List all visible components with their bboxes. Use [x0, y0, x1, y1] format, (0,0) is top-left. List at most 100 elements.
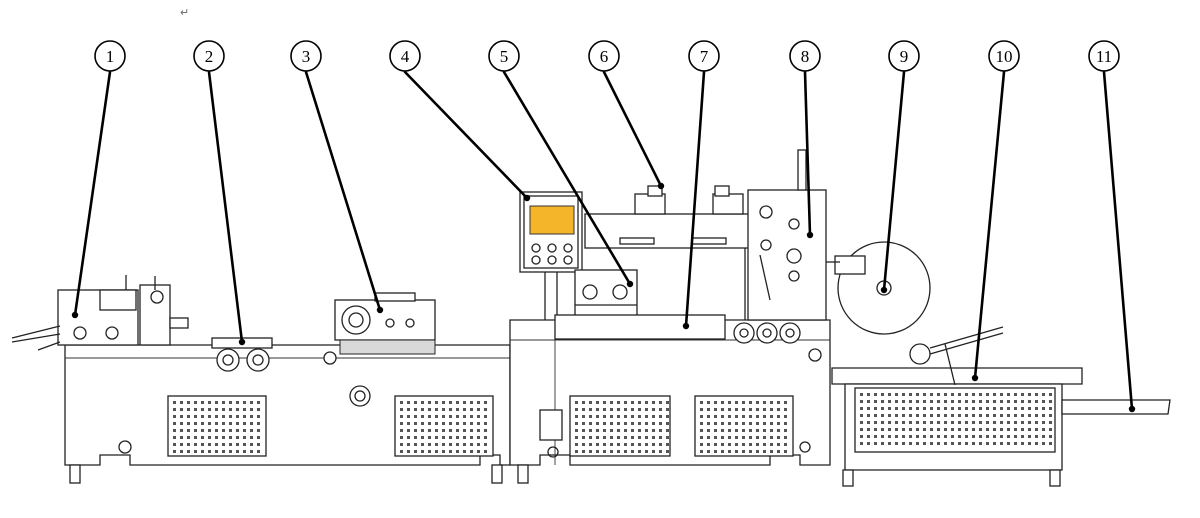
vent-hole	[617, 408, 620, 411]
vent-hole	[1049, 393, 1052, 396]
vent-hole	[1007, 428, 1010, 431]
vent-hole	[923, 435, 926, 438]
vent-hole	[187, 443, 190, 446]
vent-hole	[484, 429, 487, 432]
vent-hole	[1035, 414, 1038, 417]
vent-hole	[449, 450, 452, 453]
vent-hole	[874, 393, 877, 396]
vent-hole	[749, 422, 752, 425]
vent-hole	[180, 422, 183, 425]
vent-hole	[187, 422, 190, 425]
vent-hole	[784, 450, 787, 453]
rewind-tower	[747, 149, 827, 321]
vent-hole	[229, 429, 232, 432]
vent-hole	[428, 422, 431, 425]
vent-hole	[582, 450, 585, 453]
vent-hole	[958, 421, 961, 424]
vent-hole	[958, 435, 961, 438]
vent-hole	[958, 428, 961, 431]
vent-hole	[449, 443, 452, 446]
vent-hole	[631, 422, 634, 425]
vent-hole	[449, 415, 452, 418]
vent-hole	[243, 401, 246, 404]
die-cut-station-2	[574, 269, 638, 319]
vent-hole	[902, 435, 905, 438]
vent-hole	[610, 401, 613, 404]
vent-hole	[1049, 442, 1052, 445]
vent-hole	[986, 428, 989, 431]
vent-hole	[979, 407, 982, 410]
vent-hole	[1007, 407, 1010, 410]
vent-hole	[881, 414, 884, 417]
vent-hole	[972, 393, 975, 396]
vent-hole	[407, 450, 410, 453]
vent-hole	[1028, 407, 1031, 410]
vent-hole	[986, 421, 989, 424]
vent-hole	[222, 429, 225, 432]
vent-hole	[243, 415, 246, 418]
vent-hole	[208, 443, 211, 446]
vent-hole	[470, 422, 473, 425]
vent-hole	[435, 422, 438, 425]
vent-hole	[763, 415, 766, 418]
vent-hole	[201, 443, 204, 446]
vent-hole	[201, 450, 204, 453]
vent-hole	[1021, 421, 1024, 424]
vent-hole	[236, 422, 239, 425]
vent-hole	[631, 436, 634, 439]
vent-hole	[770, 443, 773, 446]
vent-hole	[993, 435, 996, 438]
vent-hole	[909, 407, 912, 410]
vent-hole	[944, 393, 947, 396]
vent-hole	[414, 450, 417, 453]
vent-hole	[477, 415, 480, 418]
vent-hole	[435, 450, 438, 453]
vent-hole	[596, 436, 599, 439]
vent-hole	[229, 408, 232, 411]
vent-hole	[652, 408, 655, 411]
leader-8	[803, 70, 812, 237]
vent-hole	[916, 393, 919, 396]
vent-hole	[194, 436, 197, 439]
vent-hole	[1042, 407, 1045, 410]
vent-hole	[1021, 435, 1024, 438]
vent-hole	[645, 450, 648, 453]
vent-hole	[631, 443, 634, 446]
vent-hole	[215, 408, 218, 411]
vent-hole	[456, 429, 459, 432]
vent-hole	[1021, 442, 1024, 445]
vent-hole	[575, 429, 578, 432]
vent-hole	[881, 400, 884, 403]
vent-hole	[477, 408, 480, 411]
vent-hole	[456, 443, 459, 446]
vent-hole	[979, 442, 982, 445]
vent-hole	[874, 414, 877, 417]
vent-hole	[180, 443, 183, 446]
vent-hole	[937, 435, 940, 438]
vent-hole	[243, 450, 246, 453]
vent-hole	[902, 400, 905, 403]
vent-hole	[777, 415, 780, 418]
vent-hole	[867, 393, 870, 396]
vent-hole	[707, 422, 710, 425]
vent-hole	[456, 415, 459, 418]
vent-hole	[589, 408, 592, 411]
vent-hole	[993, 428, 996, 431]
vent-hole	[222, 450, 225, 453]
vent-hole	[895, 421, 898, 424]
vent-hole	[916, 407, 919, 410]
vent-hole	[1035, 400, 1038, 403]
vent-hole	[916, 414, 919, 417]
vent-hole	[477, 450, 480, 453]
vent-hole	[888, 393, 891, 396]
vent-hole	[407, 408, 410, 411]
vent-hole	[860, 393, 863, 396]
vent-hole	[700, 450, 703, 453]
vent-hole	[421, 401, 424, 404]
vent-hole	[201, 401, 204, 404]
vent-hole	[707, 429, 710, 432]
vent-hole	[1007, 435, 1010, 438]
vent-hole	[215, 422, 218, 425]
vent-hole	[201, 429, 204, 432]
callout-1: 1	[94, 40, 126, 72]
